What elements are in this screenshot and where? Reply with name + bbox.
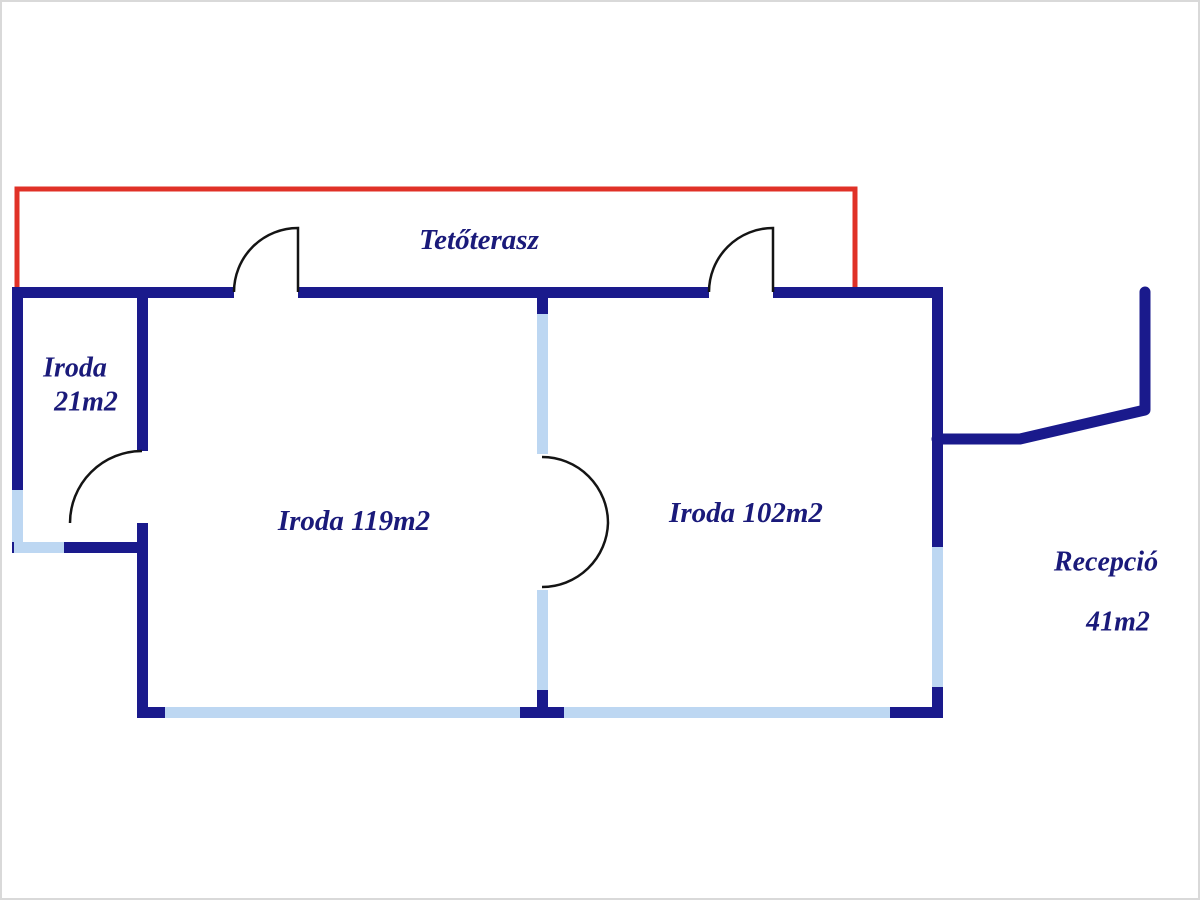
interior-wall-top — [137, 287, 148, 451]
middle-wall-bottom — [537, 690, 548, 718]
top-wall-segment-1 — [12, 287, 234, 298]
terrace-label: Tetőterasz — [419, 224, 539, 257]
middle-wall-glass-lower — [537, 590, 548, 690]
terrace-door-left — [232, 226, 300, 293]
left-wall-window — [12, 490, 23, 547]
right-outer-wall-top — [932, 287, 943, 547]
terrace-door-right — [707, 226, 775, 293]
middle-wall-glass-upper — [537, 314, 548, 454]
reception-area-label: 41m2 — [1086, 606, 1150, 638]
small-office-door — [68, 449, 143, 524]
middle-wall-top — [537, 287, 548, 314]
interior-wall-bottom — [137, 523, 148, 718]
office21-name-label: Iroda — [43, 352, 107, 384]
top-wall-segment-2 — [298, 287, 709, 298]
double-door-upper-leaf — [541, 455, 610, 524]
office102-label: Iroda 102m2 — [669, 497, 823, 530]
top-wall-segment-3 — [773, 287, 943, 298]
terrace-outline — [14, 186, 858, 293]
reception-wall — [931, 286, 1151, 445]
double-door-lower-leaf — [541, 522, 610, 589]
bottom-window-right — [564, 707, 890, 718]
left-outer-wall — [12, 287, 23, 553]
right-wall-window — [932, 547, 943, 687]
small-office-bottom-wall — [12, 542, 148, 553]
reception-name-label: Recepció — [1053, 546, 1159, 578]
bottom-wall — [137, 707, 943, 718]
bottom-window-left — [165, 707, 520, 718]
office119-label: Iroda 119m2 — [277, 505, 431, 538]
right-outer-wall-bottom — [932, 687, 943, 718]
small-office-bottom-window — [14, 542, 64, 553]
office21-area-label: 21m2 — [54, 386, 118, 418]
